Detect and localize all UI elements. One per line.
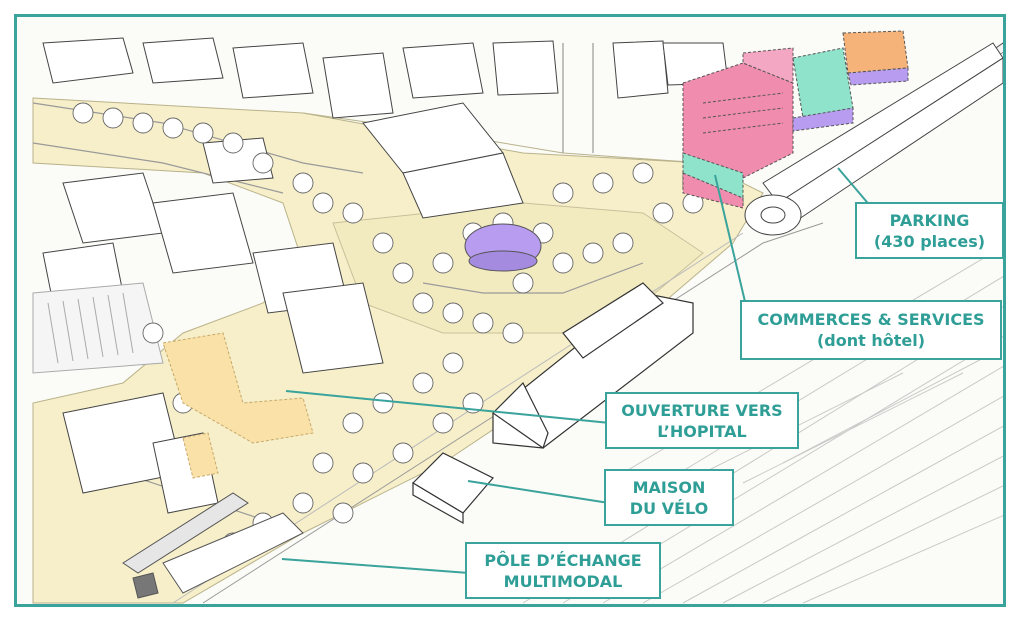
pole-label: PÔLE D’ÉCHANGE MULTIMODAL — [465, 542, 661, 599]
parking-structure — [744, 42, 1003, 236]
hotel-block — [682, 47, 794, 209]
exchange-hub — [122, 492, 304, 599]
ouverture-label-line1: OUVERTURE VERS — [621, 400, 783, 420]
map-frame — [14, 14, 1006, 607]
background-buildings — [42, 37, 729, 514]
orange-block — [842, 30, 909, 86]
commerces-label-line2: (dont hôtel) — [816, 331, 926, 350]
maison-label-line1: MAISON — [632, 477, 706, 497]
parking-label-line2: (430 places) — [873, 231, 986, 251]
parking-label: PARKING (430 places) — [855, 202, 1004, 259]
left-parking-lot — [32, 282, 164, 374]
commerces-label: COMMERCES & SERVICES (dont hôtel) — [740, 300, 1002, 360]
parking-label-line1: PARKING — [889, 210, 970, 230]
rail-edge — [202, 222, 824, 604]
mint-block — [792, 47, 854, 132]
commerces-label-line1: COMMERCES & SERVICES — [757, 310, 985, 329]
maison-label-line2: DU VÉLO — [629, 498, 709, 518]
maison-label: MAISON DU VÉLO — [604, 469, 734, 526]
ouverture-label: OUVERTURE VERS L’HOPITAL — [605, 392, 799, 449]
pole-label-line1: PÔLE D’ÉCHANGE — [484, 550, 642, 570]
pole-label-line2: MULTIMODAL — [503, 571, 623, 591]
small-orange-building — [182, 432, 219, 479]
urban-plan-illustration — [17, 17, 1003, 604]
ouverture-label-line2: L’HOPITAL — [657, 421, 747, 441]
